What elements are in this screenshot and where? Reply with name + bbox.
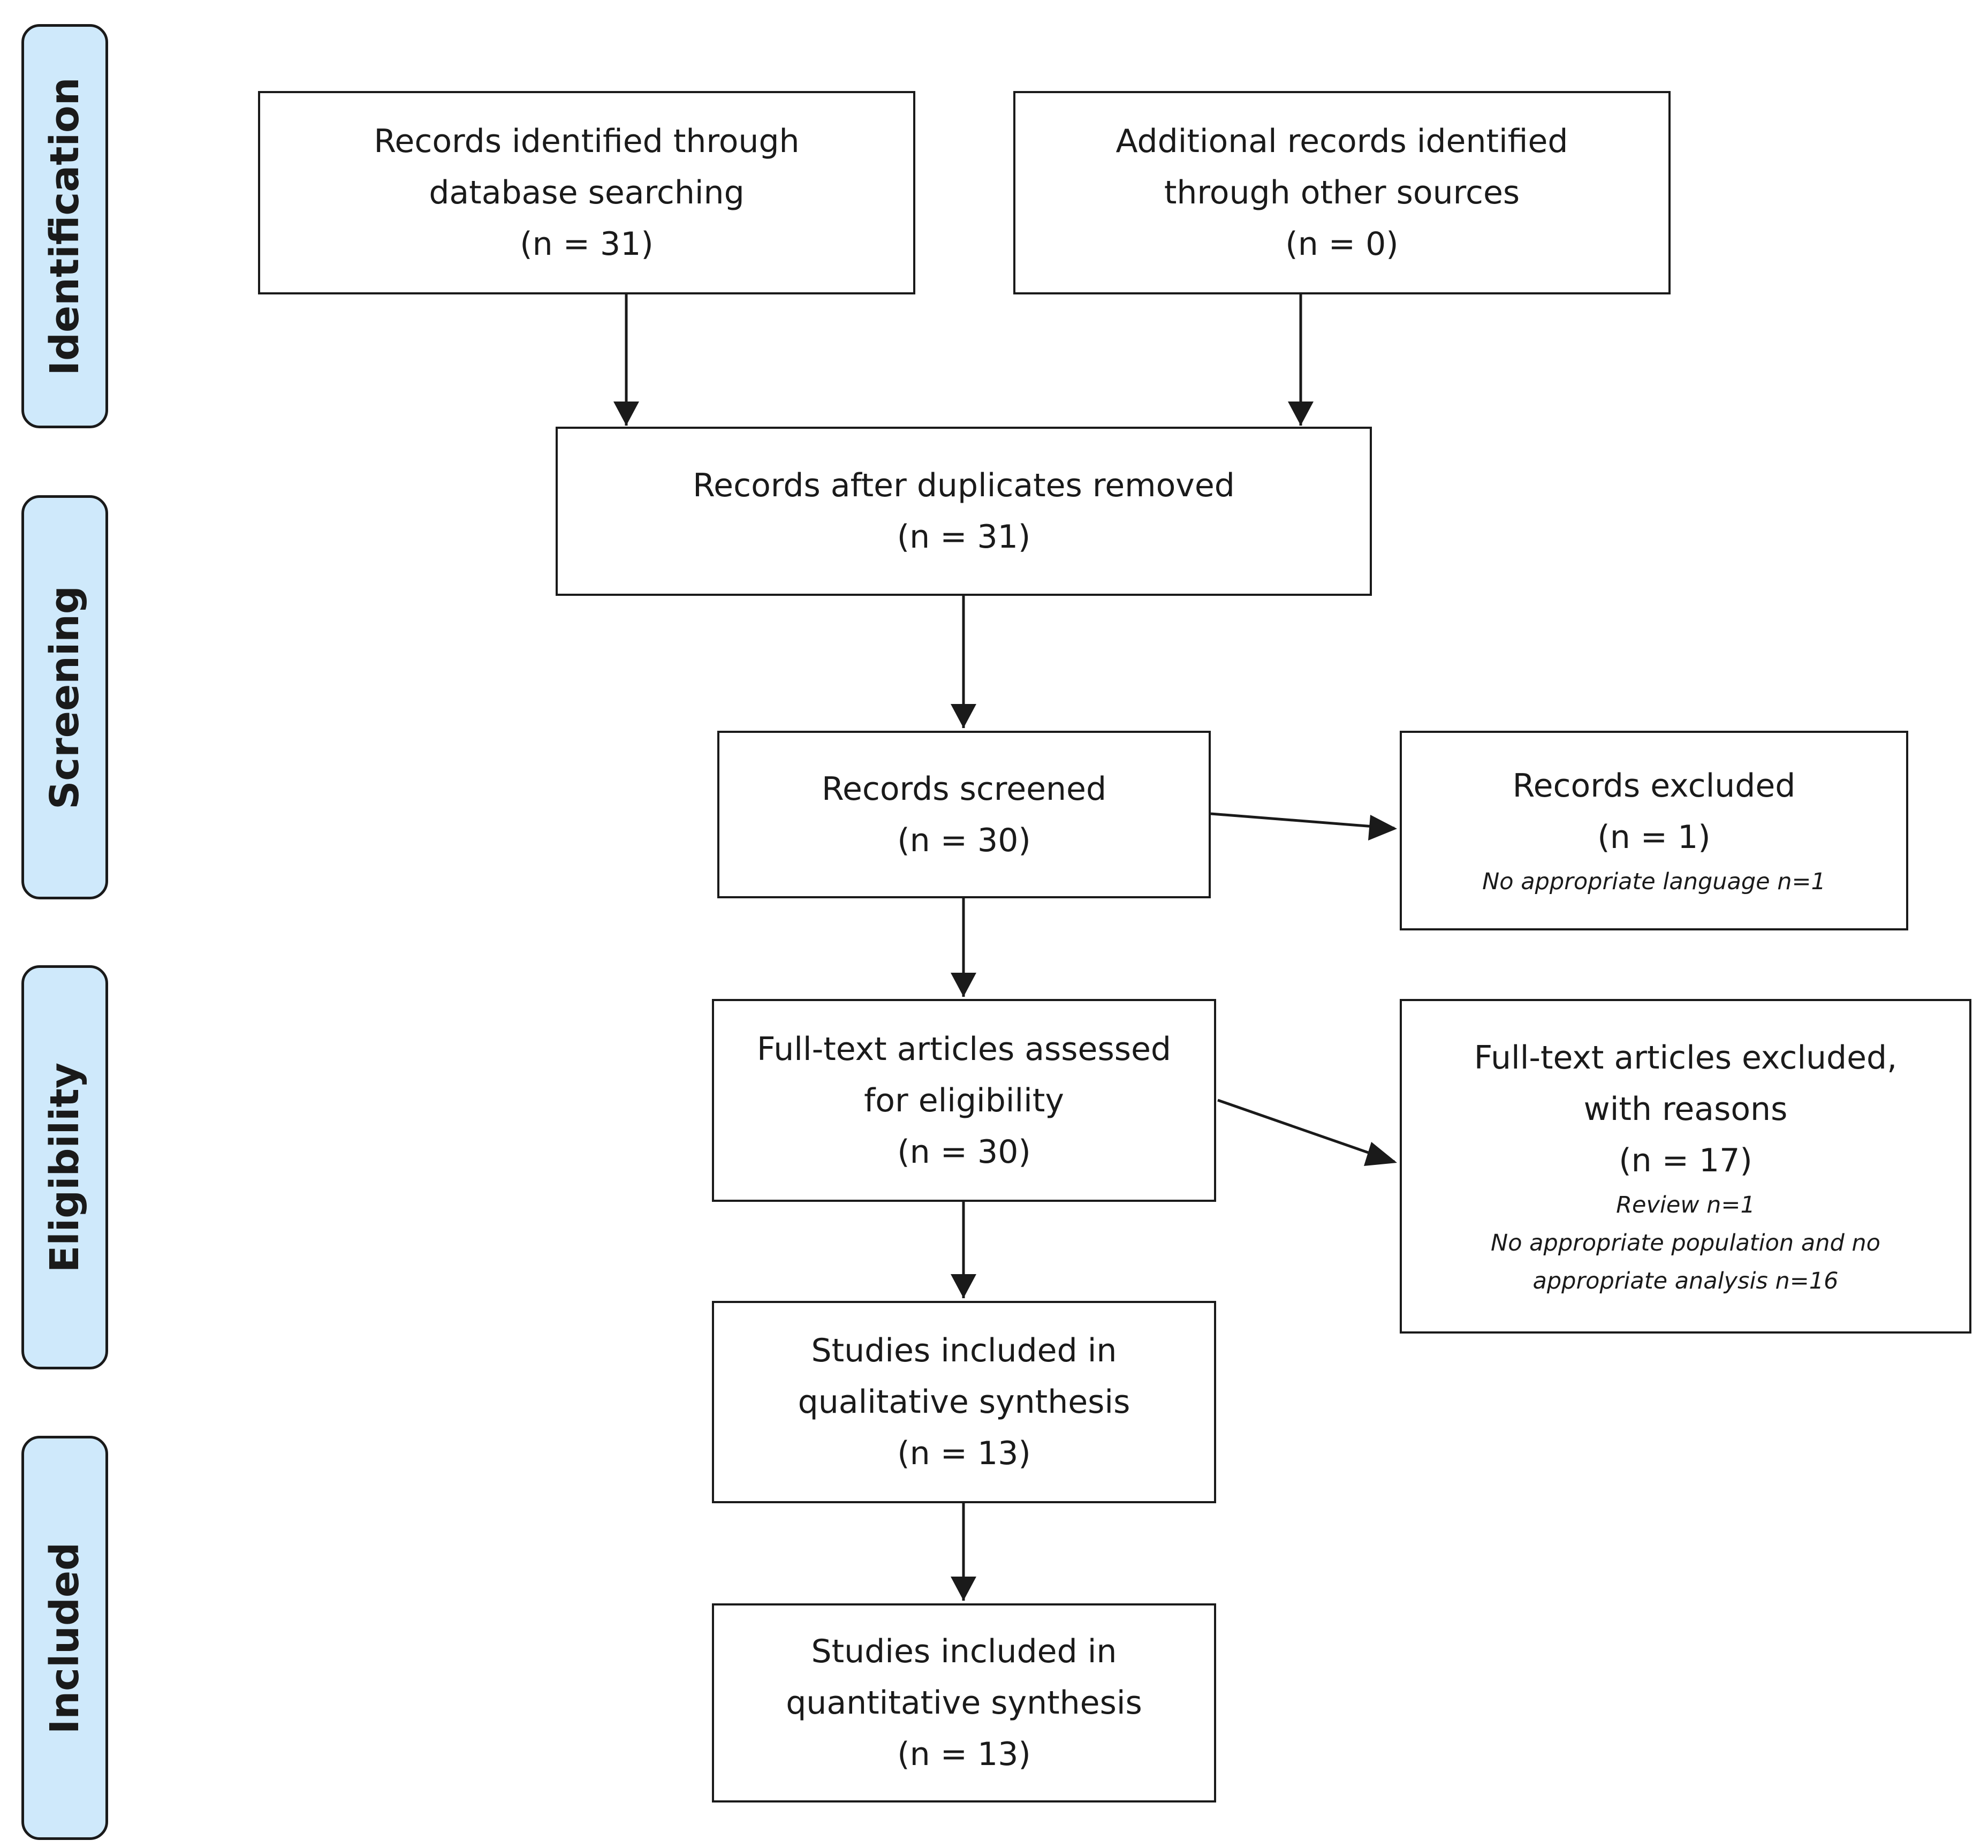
box-count: (n = 0) [1285,225,1399,263]
box-quantitative-synthesis: Studies included in quantitative synthes… [712,1603,1216,1802]
box-reason: No appropriate language n=1 [1482,868,1826,895]
box-text: with reasons [1583,1090,1788,1128]
box-text: Records screened [821,770,1107,808]
box-count: (n = 1) [1597,819,1711,856]
box-text: for eligibility [864,1081,1064,1119]
box-database-records: Records identified through database sear… [258,91,915,294]
box-reason: Review n=1 [1616,1192,1755,1218]
phase-eligibility: Eligibility [21,965,108,1369]
box-count: (n = 13) [897,1435,1031,1472]
box-text: Additional records identified [1116,123,1568,160]
phase-identification: Identification [21,24,108,428]
box-text: Records after duplicates removed [693,467,1235,504]
arrow-fulltext-to-excluded [1217,1099,1395,1163]
arrowhead [951,973,976,997]
box-text: Full-text articles assessed [757,1030,1171,1068]
arrowhead [1288,402,1314,426]
phase-screening: Screening [21,495,108,899]
box-text: through other sources [1164,174,1520,211]
box-text: Studies included in [811,1633,1117,1670]
box-qualitative-synthesis: Studies included in qualitative synthesi… [712,1301,1216,1503]
box-text: Records identified through [374,123,800,160]
arrowhead [1368,815,1397,840]
box-text: database searching [429,174,745,211]
box-reason: appropriate analysis n=16 [1532,1268,1839,1294]
box-text: Full-text articles excluded, [1474,1039,1898,1077]
arrowhead [951,704,976,728]
arrowhead [613,402,639,426]
box-other-sources: Additional records identified through ot… [1013,91,1671,294]
box-count: (n = 31) [520,225,654,263]
box-records-excluded: Records excluded (n = 1) No appropriate … [1400,731,1908,930]
box-fulltext-excluded: Full-text articles excluded, with reason… [1400,999,1971,1334]
box-text: Records excluded [1512,767,1796,805]
phase-included: Included [21,1436,108,1840]
arrow-screened-to-excluded [1210,812,1395,830]
box-text: Studies included in [811,1332,1117,1369]
box-after-duplicates: Records after duplicates removed (n = 31… [556,427,1372,596]
box-reason: No appropriate population and no [1491,1230,1880,1256]
box-count: (n = 30) [897,821,1031,859]
box-count: (n = 17) [1619,1142,1752,1179]
arrowhead [951,1577,976,1601]
box-text: quantitative synthesis [786,1684,1142,1722]
box-count: (n = 13) [897,1736,1031,1773]
box-text: qualitative synthesis [798,1383,1130,1421]
arrowhead [951,1274,976,1298]
box-count: (n = 30) [897,1133,1031,1171]
box-fulltext-assessed: Full-text articles assessed for eligibil… [712,999,1216,1202]
box-records-screened: Records screened (n = 30) [717,731,1211,898]
box-count: (n = 31) [897,518,1031,556]
arrowhead [1364,1142,1397,1166]
